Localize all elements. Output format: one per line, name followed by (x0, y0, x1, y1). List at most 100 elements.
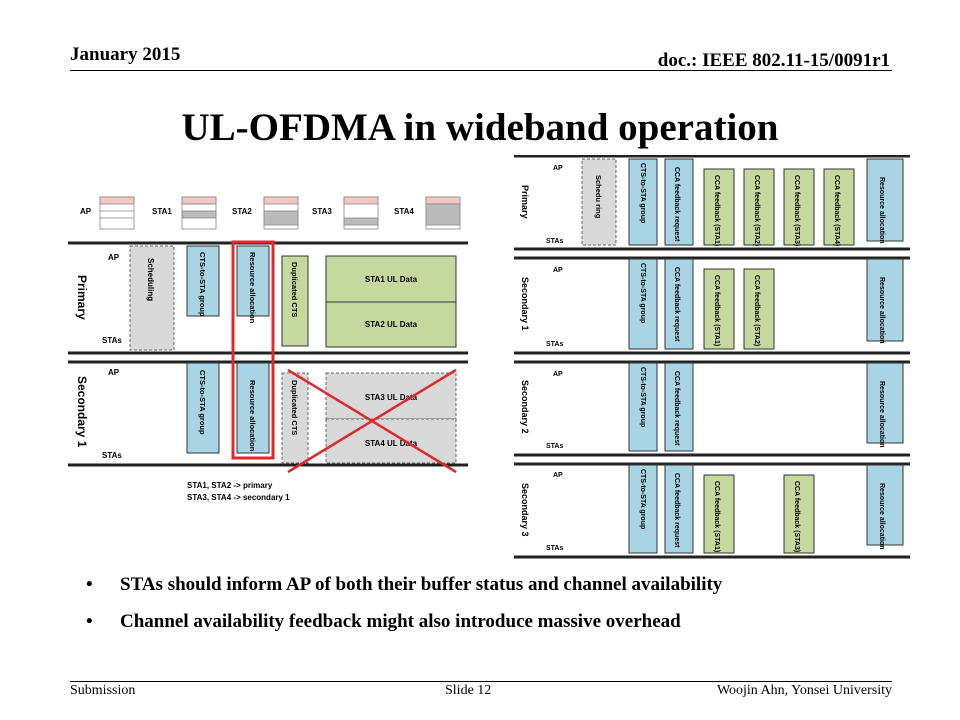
right-secondary3-resource-label: Resource allocation (878, 483, 885, 550)
right-secondary1-cca-sta1-label: CCA feedback (STA1) (713, 275, 720, 346)
right-primary-cca-sta4 (823, 168, 855, 246)
left-scheduling-label: Scheduling (146, 258, 155, 301)
bullet-text-2: Channel availability feedback might also… (120, 611, 681, 632)
right-primary-cca-sta2 (743, 168, 775, 246)
left-sta1-ul-label: STA1 UL Data (365, 275, 418, 284)
right-secondary1-stas: STAs (546, 341, 563, 348)
left-primary-cts-box (186, 245, 220, 317)
sta1-buffer-icon (181, 196, 217, 230)
right-secondary3-cts-box (628, 464, 658, 554)
ap-buffer-icon (99, 196, 135, 230)
right-secondary3-cca-sta3-label: CCA feedback (STA3) (793, 481, 800, 552)
left-sta4-ul-label: STA4 UL Data (365, 439, 418, 448)
right-primary-cca-request-box (664, 158, 694, 246)
right-channel-primary: Primary (520, 185, 530, 219)
right-secondary1-ap: AP (553, 267, 563, 274)
right-primary-cca-sta1-label: CCA feedback (STA1) (713, 175, 720, 246)
header-rule (70, 70, 892, 71)
left-sta4-ul-box (325, 418, 457, 464)
right-primary-resource-box (866, 158, 904, 242)
left-primary-ap: AP (108, 253, 120, 262)
sta2-buffer-icon (263, 196, 299, 230)
bullet-text-1: STAs should inform AP of both their buff… (120, 574, 723, 595)
right-secondary1-cca-request-box (664, 258, 694, 350)
right-channel-secondary-2: Secondary 2 (520, 380, 530, 434)
left-primary-cts-label: CTS-to-STA group (198, 252, 207, 317)
left-device-buffers (99, 196, 461, 230)
right-primary-cts-label: CTS-to-STA group (639, 163, 646, 223)
right-secondary2-cca-request-box (664, 362, 694, 452)
right-primary-cca-sta4-label: CCA feedback (STA4) (833, 175, 840, 246)
footer-submission: Submission (70, 683, 136, 698)
right-secondary3-cca-sta3 (783, 474, 815, 554)
right-primary-cca-sta1 (703, 168, 735, 246)
cross-line-2 (287, 368, 457, 474)
left-sta1-ul-box (325, 255, 457, 303)
right-channel-secondary-1: Secondary 1 (520, 277, 530, 331)
header-date: January 2015 (70, 44, 181, 65)
left-sta2-ul-box (325, 301, 457, 348)
footer-rule (70, 681, 892, 682)
left-sta3-ul-label: STA3 UL Data (365, 393, 418, 402)
right-secondary3-ap: AP (553, 472, 563, 479)
left-sta3-ul-box (325, 372, 457, 420)
left-top-label-sta3: STA3 (312, 207, 332, 216)
right-secondary3-cts-label: CTS-to-STA group (639, 469, 646, 529)
left-secondary-resource-label: Resource allocation (248, 380, 257, 452)
right-primary-cca-sta2-label: CCA feedback (STA2) (753, 175, 760, 246)
left-note-line1: STA1, STA2 -> primary (187, 481, 273, 490)
left-secondary-dup-cts-box (281, 372, 309, 464)
right-secondary1-cca-sta2-label: CCA feedback (STA2) (753, 275, 760, 346)
footer-author: Woojin Ahn, Yonsei University (716, 683, 892, 698)
right-secondary3-cca-request-box (664, 464, 694, 554)
right-primary-cca-sta3-label: CCA feedback (STA3) (793, 175, 800, 246)
right-primary-cts-box (628, 158, 658, 246)
left-secondary-ap: AP (108, 368, 120, 377)
left-secondary-stas: STAs (102, 451, 122, 460)
left-secondary-label: Secondary 1 (75, 376, 89, 448)
right-secondary2-cts-box (628, 362, 658, 452)
right-secondary3-cca-sta1 (703, 474, 735, 554)
left-note-line2: STA3, STA4 -> secondary 1 (187, 493, 290, 502)
right-scheduling-box (581, 158, 617, 246)
right-primary-stas: STAs (546, 238, 563, 245)
right-secondary3-cca-sta1-label: CCA feedback (STA1) (713, 481, 720, 552)
left-diagram: AP STA1 STA2 STA3 STA4 Primary AP STAs S… (68, 196, 468, 502)
right-secondary2-resource-box (866, 362, 904, 444)
bullet-list: STAs should inform AP of both their buff… (78, 572, 878, 646)
left-primary-stas: STAs (102, 336, 122, 345)
right-secondary1-cca-request-label: CCA feedback request (673, 267, 680, 342)
left-primary-resource-box (236, 245, 270, 317)
left-primary-dup-cts-label: Duplicated CTS (290, 262, 299, 317)
left-primary-label: Primary (75, 275, 89, 320)
left-top-label-ap: AP (80, 207, 92, 216)
left-secondary-dup-cts-label: Duplicated CTS (290, 380, 299, 435)
right-secondary2-cts-label: CTS-to-STA group (639, 367, 646, 427)
right-secondary3-cca-request-label: CCA feedback request (673, 473, 680, 548)
left-primary-dup-cts-box (281, 255, 309, 347)
right-secondary2-ap: AP (553, 371, 563, 378)
left-primary-resource-label: Resource allocation (248, 252, 257, 324)
bullet-item-2: Channel availability feedback might also… (78, 609, 878, 634)
right-primary-cca-sta3 (783, 168, 815, 246)
left-secondary-cts-label: CTS-to-STA group (198, 370, 207, 435)
sta4-buffer-icon (425, 196, 461, 230)
right-primary-cca-request-label: CCA feedback request (673, 167, 680, 242)
left-secondary-cts-box (186, 362, 220, 454)
bullet-item-1: STAs should inform AP of both their buff… (78, 572, 878, 597)
right-secondary1-cca-sta1 (703, 268, 735, 350)
resource-allocation-highlight (231, 240, 275, 460)
sta3-buffer-icon (343, 196, 379, 230)
header-doc-id: doc.: IEEE 802.11-15/0091r1 (657, 50, 890, 71)
right-secondary2-cca-request-label: CCA feedback request (673, 371, 680, 446)
right-secondary1-cts-box (628, 258, 658, 350)
left-sta2-ul-label: STA2 UL Data (365, 320, 418, 329)
right-secondary1-cts-label: CTS-to-STA group (639, 263, 646, 323)
left-secondary-resource-box (236, 362, 270, 454)
left-top-label-sta4: STA4 (394, 207, 414, 216)
right-secondary3-resource-box (866, 464, 904, 546)
left-scheduling-box (129, 245, 175, 351)
right-primary-ap: AP (553, 165, 563, 172)
left-top-label-sta2: STA2 (232, 207, 252, 216)
right-secondary1-resource-box (866, 258, 904, 342)
